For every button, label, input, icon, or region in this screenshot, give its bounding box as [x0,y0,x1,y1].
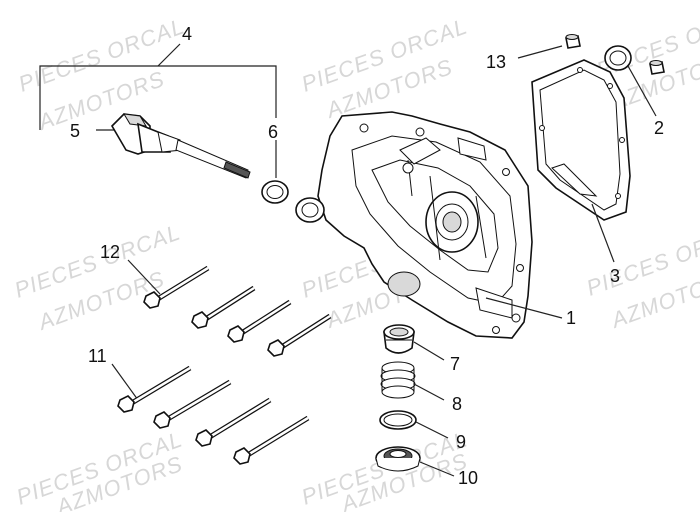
part-12-bolts [127,259,332,357]
part-2-oil-seal [604,45,657,117]
part-5-oil-dipstick [96,113,251,179]
callout-11: 11 [88,346,107,366]
callout-3: 3 [610,266,620,286]
part-1-crankcase-cover [295,111,563,339]
callout-1: 1 [566,308,576,328]
part-10-drain-cap [375,446,455,477]
callout-13: 13 [486,52,506,72]
bolt [267,313,332,357]
callout-12: 12 [100,242,120,262]
part-7-drain-plug [383,324,445,361]
callout-6: 6 [268,122,278,142]
bolt [143,265,210,309]
callout-labels: 1 2 3 4 5 6 7 8 9 10 11 12 13 [70,24,664,488]
bolt [227,299,292,343]
callout-10: 10 [458,468,478,488]
part-9-o-ring [379,410,449,439]
part-8-spring [380,361,445,401]
callout-4-bracket [39,43,277,130]
bolt [117,365,192,413]
callout-9: 9 [456,432,466,452]
callout-4: 4 [182,24,192,44]
bolt [191,285,256,329]
part-3-gasket [531,59,631,263]
bolt [195,397,272,447]
callout-7: 7 [450,354,460,374]
callout-8: 8 [452,394,462,414]
bolt [233,415,310,465]
part-6-o-ring [261,140,289,204]
part-11-bolts [111,363,310,465]
callout-5: 5 [70,121,80,141]
part-13-dowel-pins [517,34,665,75]
callout-2: 2 [654,118,664,138]
bolt [153,379,232,429]
